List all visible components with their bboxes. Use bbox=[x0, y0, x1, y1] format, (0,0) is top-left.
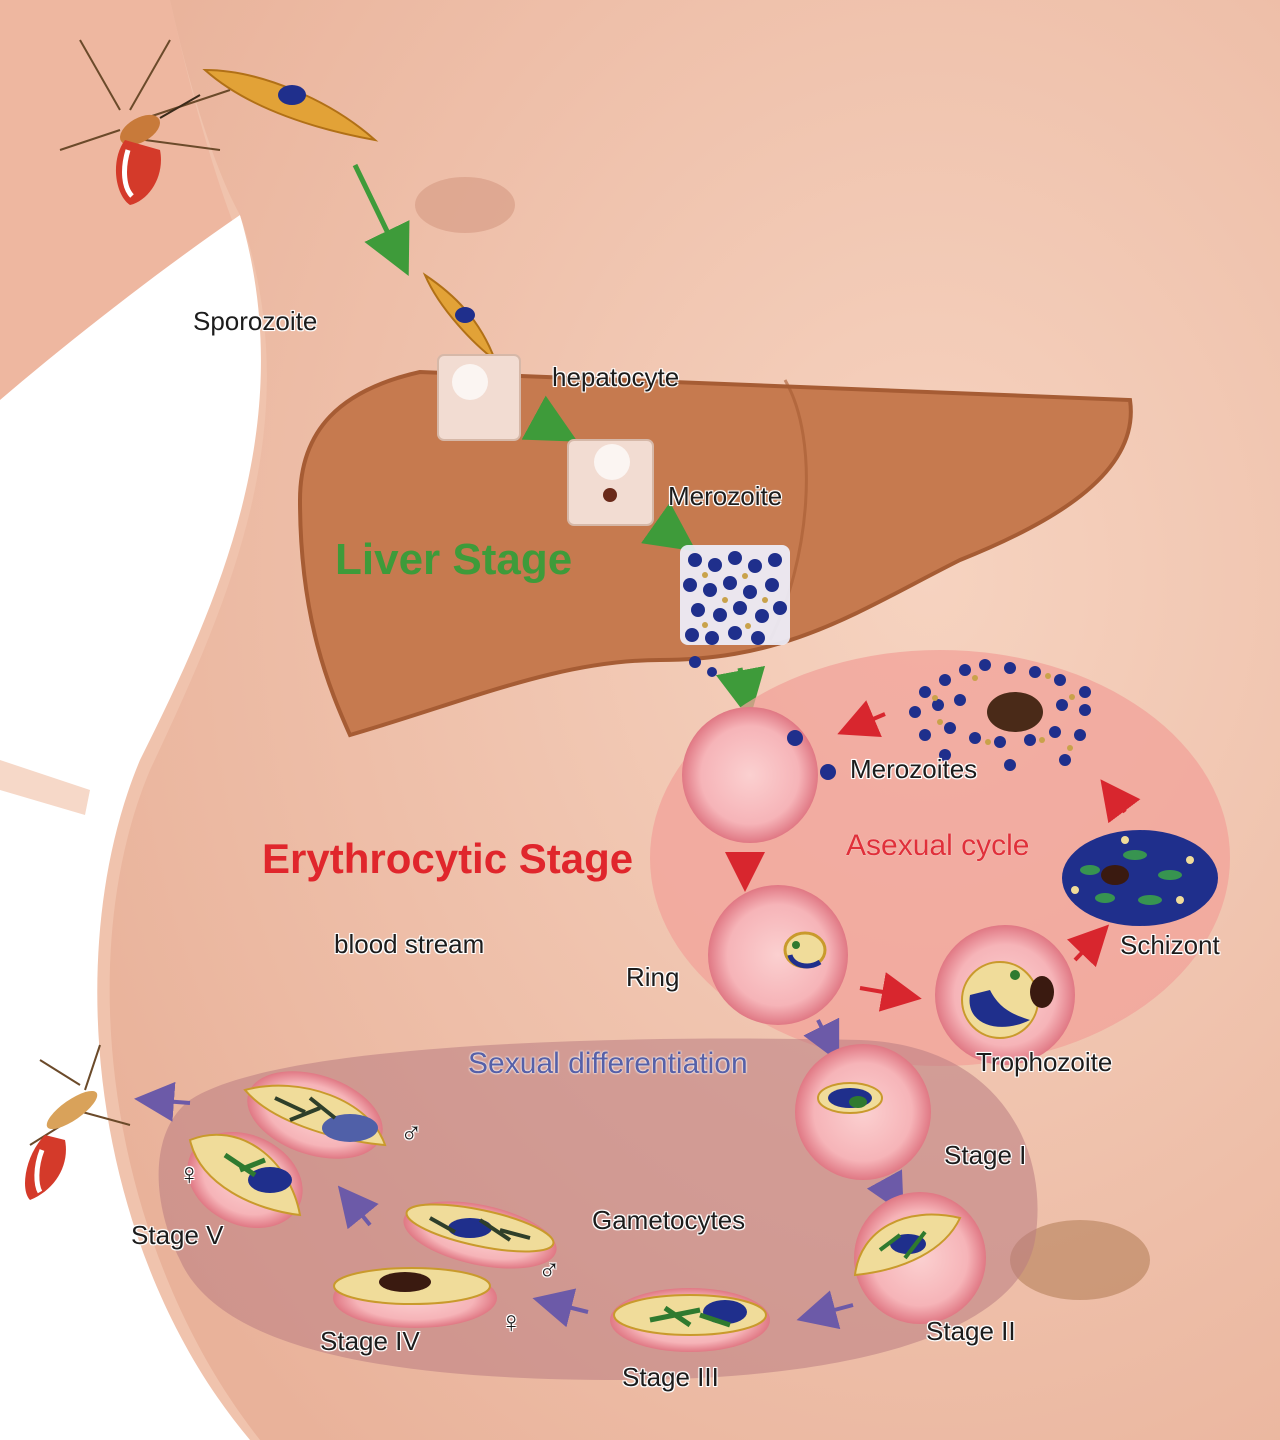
female-symbol-stage5: ♀ bbox=[178, 1160, 201, 1190]
label-merozoites: Merozoites bbox=[850, 756, 977, 782]
label-erythrocytic-stage: Erythrocytic Stage bbox=[262, 838, 618, 880]
nipple bbox=[415, 177, 515, 233]
hepatocyte-nucleus-2 bbox=[594, 444, 630, 480]
hepatocyte-nucleus-1 bbox=[452, 364, 488, 400]
rbc-ring-stage bbox=[708, 885, 848, 1025]
label-ring: Ring bbox=[626, 964, 679, 990]
label-stage-4: Stage IV bbox=[320, 1328, 420, 1354]
schizont-parasite-icon bbox=[1062, 830, 1218, 926]
ring-parasite-icon bbox=[785, 933, 825, 967]
label-gametocytes: Gametocytes bbox=[592, 1207, 745, 1233]
label-stage-3: Stage III bbox=[622, 1364, 719, 1390]
label-asexual-cycle: Asexual cycle bbox=[846, 832, 1011, 861]
stage3-gametocyte-icon bbox=[610, 1288, 770, 1352]
label-stage-1: Stage I bbox=[944, 1142, 1026, 1168]
label-sexual-differentiation: Sexual differentiation bbox=[468, 1050, 730, 1079]
label-hepatocyte: hepatocyte bbox=[552, 364, 679, 390]
stage1-parasite-icon bbox=[818, 1083, 882, 1113]
male-symbol-stage5: ♂ bbox=[400, 1118, 423, 1148]
label-schizont: Schizont bbox=[1120, 932, 1220, 958]
stage4-female-gametocyte-icon bbox=[333, 1268, 497, 1328]
label-stage-2: Stage II bbox=[926, 1318, 1016, 1344]
label-liver-stage: Liver Stage bbox=[335, 538, 495, 582]
label-blood-stream: blood stream bbox=[334, 931, 484, 957]
rbc-merozoite-invasion bbox=[682, 707, 818, 843]
male-symbol-stage4: ♂ bbox=[538, 1255, 561, 1285]
liver-merozoite-dot bbox=[603, 488, 617, 502]
merozoite-attached-1 bbox=[787, 730, 803, 746]
label-merozoite: Merozoite bbox=[668, 483, 782, 509]
merozoite-attached-2 bbox=[820, 764, 836, 780]
female-symbol-stage4: ♀ bbox=[500, 1308, 523, 1338]
label-stage-5: Stage V bbox=[131, 1222, 224, 1248]
label-sporozoite: Sporozoite bbox=[193, 308, 317, 334]
label-trophozoite: Trophozoite bbox=[976, 1049, 1112, 1075]
